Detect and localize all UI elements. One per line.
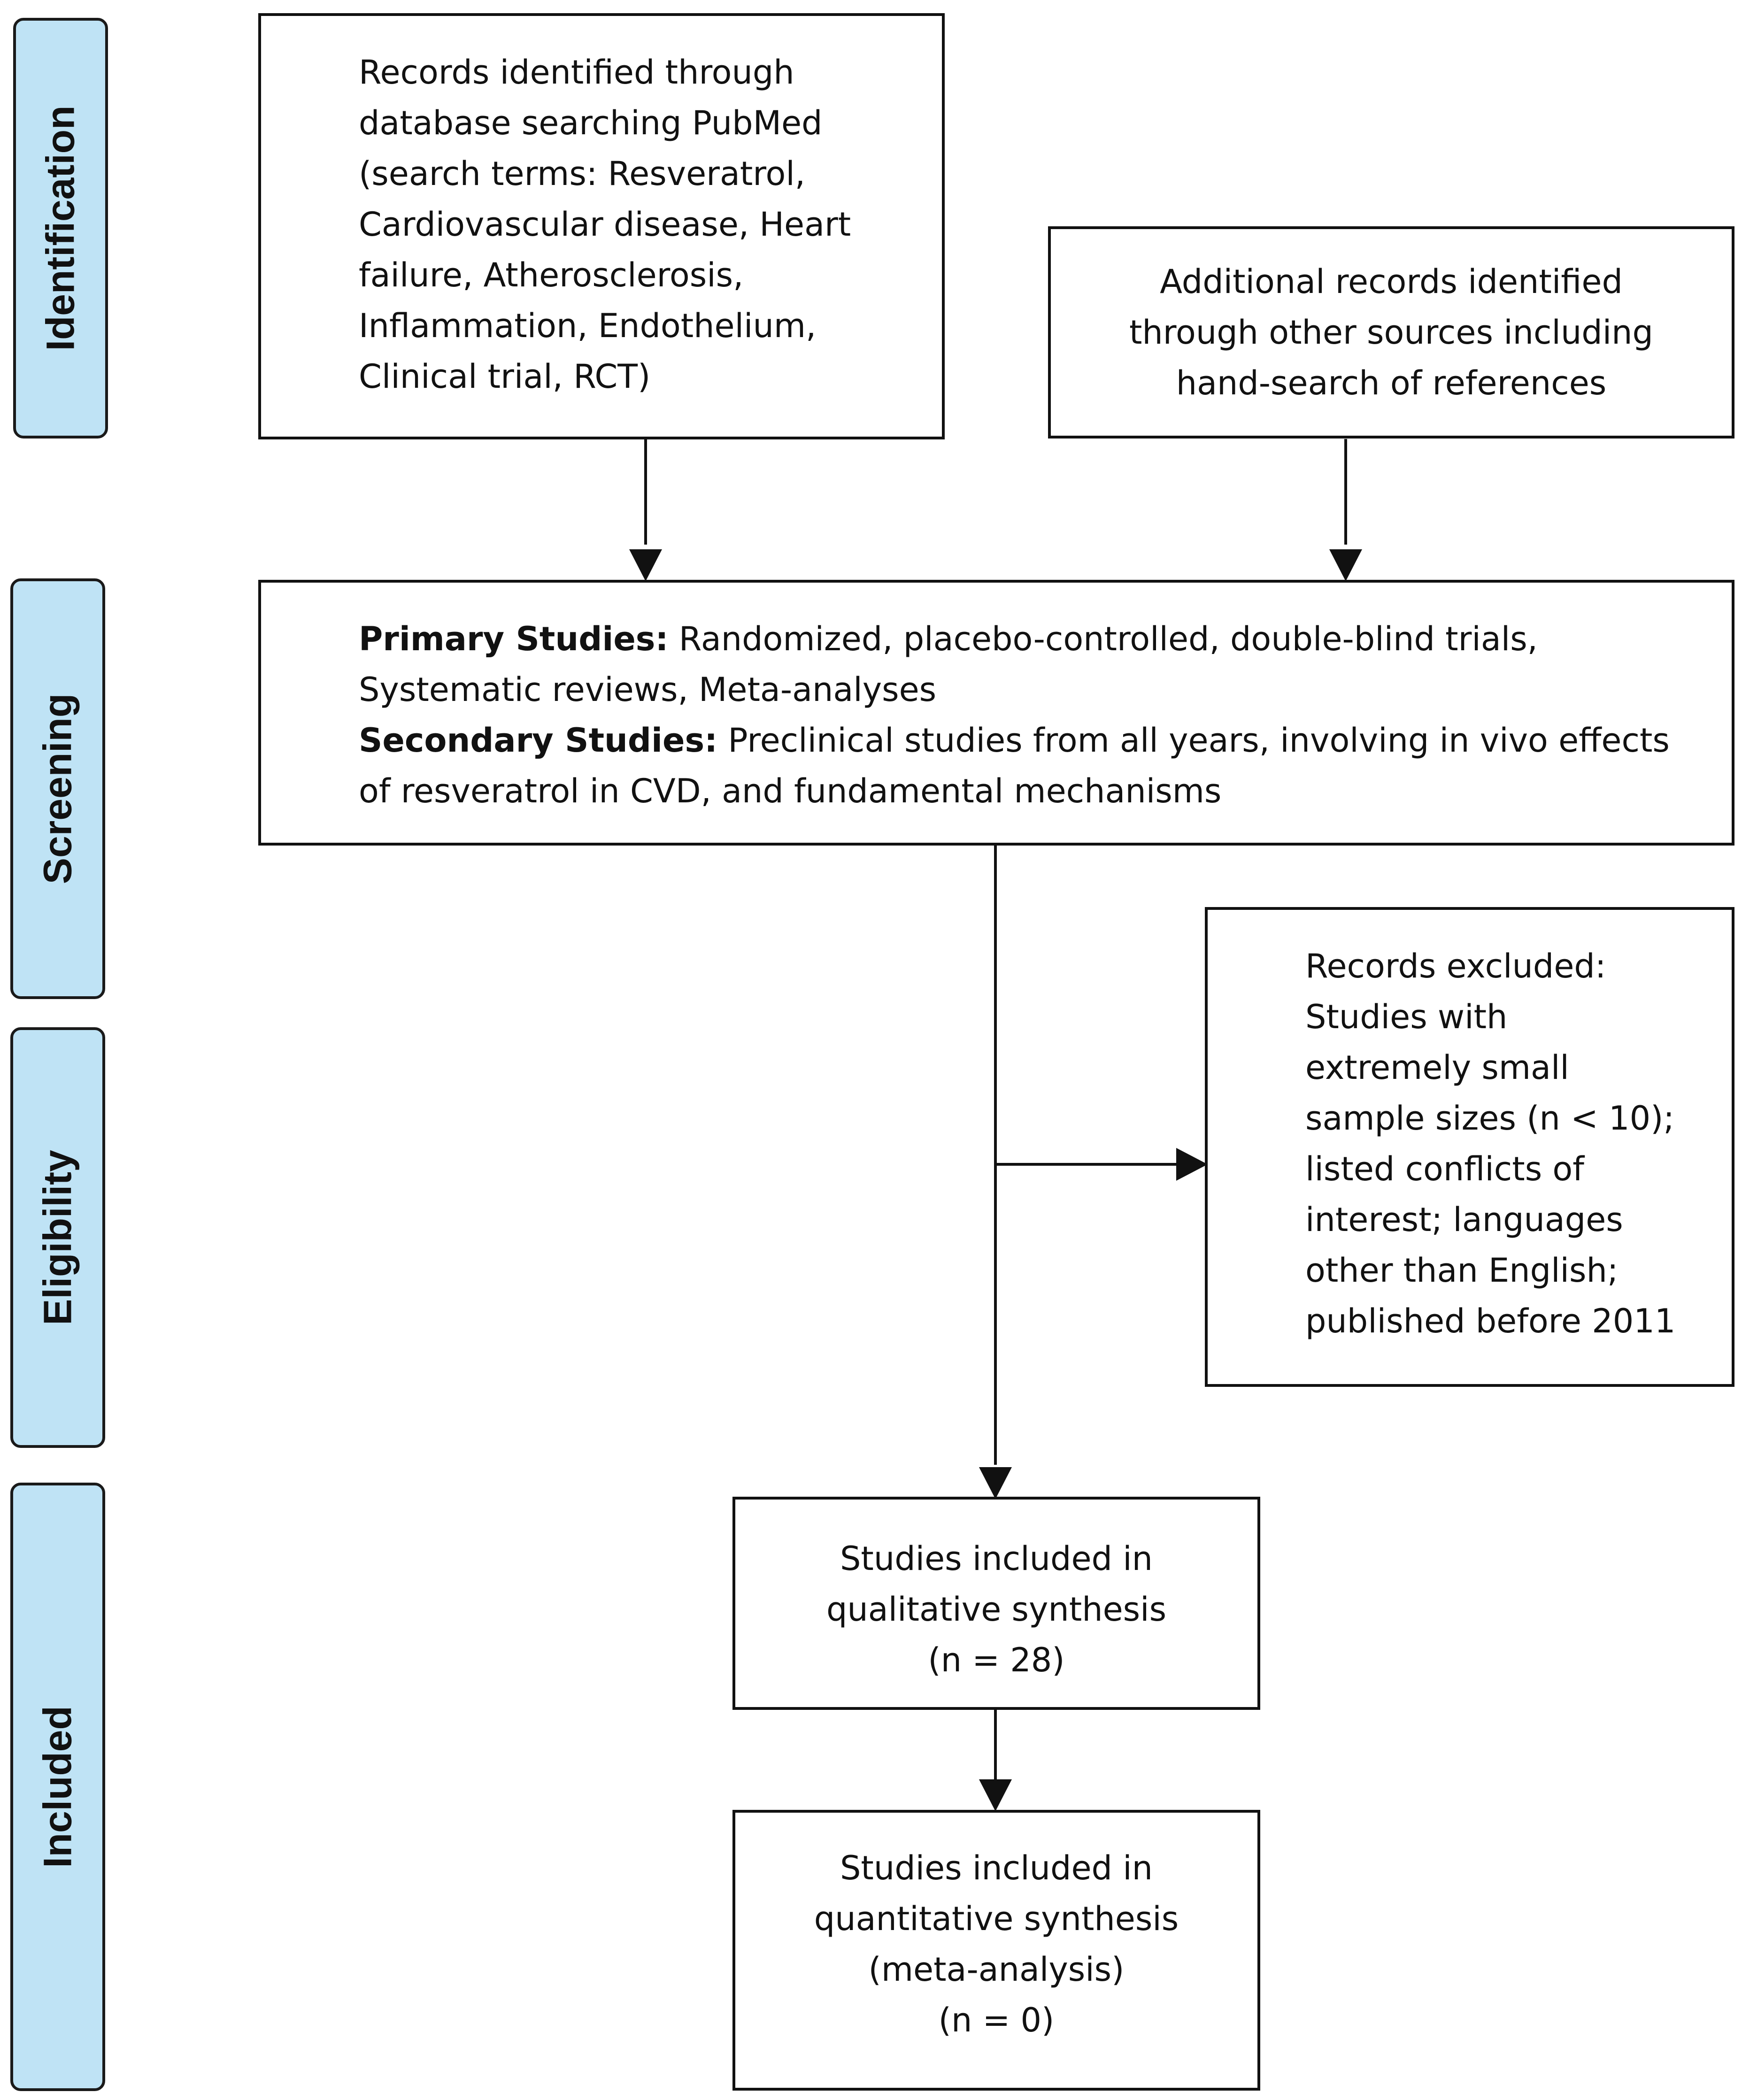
qualitative-line: qualitative synthesis bbox=[826, 1590, 1167, 1629]
phase-included: Included bbox=[10, 1483, 105, 2091]
quantitative-line: quantitative synthesis bbox=[814, 1900, 1179, 1938]
secondary-studies-line: Secondary Studies: Preclinical studies f… bbox=[359, 715, 1732, 766]
quantitative-line: Studies included in bbox=[840, 1849, 1153, 1887]
phase-identification: Identification bbox=[13, 18, 108, 438]
primary-studies-line: Primary Studies: Randomized, placebo-con… bbox=[359, 614, 1732, 664]
excluded-line: listed conflicts of bbox=[1305, 1150, 1584, 1188]
database-search-line: (search terms: Resveratrol, bbox=[359, 154, 806, 193]
database-search-line: database searching PubMed bbox=[359, 104, 823, 142]
secondary-studies-text: Preclinical studies from all years, invo… bbox=[717, 721, 1670, 760]
excluded-line: interest; languages bbox=[1305, 1200, 1623, 1239]
arrowhead-database-to-screening bbox=[629, 549, 662, 581]
quantitative-count: (n = 0) bbox=[938, 2001, 1055, 2039]
phase-eligibility: Eligibility bbox=[10, 1027, 105, 1448]
qualitative-line: Studies included in bbox=[840, 1539, 1153, 1578]
database-search-line: Cardiovascular disease, Heart bbox=[359, 205, 851, 244]
excluded-line: Studies with bbox=[1305, 998, 1508, 1036]
phase-eligibility-label: Eligibility bbox=[35, 1150, 80, 1325]
other-sources-line: hand-search of references bbox=[1176, 364, 1607, 402]
other-sources-line: Additional records identified bbox=[1160, 262, 1623, 301]
database-search-line: Records identified through bbox=[359, 53, 794, 92]
secondary-studies-label: Secondary Studies: bbox=[359, 721, 718, 760]
phase-screening: Screening bbox=[10, 578, 105, 999]
database-search-line: Clinical trial, RCT) bbox=[359, 357, 651, 396]
secondary-studies-text-2: of resveratrol in CVD, and fundamental m… bbox=[359, 772, 1222, 810]
arrowhead-other-to-screening bbox=[1329, 549, 1362, 581]
excluded-line: other than English; bbox=[1305, 1251, 1619, 1290]
other-sources-box: Additional records identified through ot… bbox=[1048, 226, 1734, 438]
database-search-line: failure, Atherosclerosis, bbox=[359, 256, 744, 294]
database-search-line: Inflammation, Endothelium, bbox=[359, 307, 817, 345]
database-search-box: Records identified through database sear… bbox=[258, 13, 945, 439]
primary-studies-label: Primary Studies: bbox=[359, 620, 669, 658]
other-sources-line: through other sources including bbox=[1129, 313, 1653, 352]
excluded-line: Records excluded: bbox=[1305, 947, 1606, 985]
phase-included-label: Included bbox=[35, 1706, 80, 1868]
arrowhead-to-excluded bbox=[1176, 1148, 1208, 1181]
qualitative-count: (n = 28) bbox=[928, 1641, 1065, 1679]
excluded-line: extremely small bbox=[1305, 1048, 1569, 1087]
primary-studies-text-2: Systematic reviews, Meta-analyses bbox=[359, 670, 937, 709]
phase-screening-label: Screening bbox=[35, 693, 80, 885]
phase-identification-label: Identification bbox=[38, 105, 83, 351]
excluded-line: published before 2011 bbox=[1305, 1302, 1676, 1340]
arrowhead-qualitative-to-quantitative bbox=[979, 1779, 1012, 1811]
excluded-line: sample sizes (n < 10); bbox=[1305, 1099, 1674, 1138]
quantitative-line: (meta-analysis) bbox=[868, 1950, 1125, 1989]
qualitative-synthesis-box: Studies included in qualitative synthesi… bbox=[732, 1497, 1260, 1710]
screening-box: Primary Studies: Randomized, placebo-con… bbox=[258, 580, 1734, 846]
arrowhead-screening-to-qualitative bbox=[979, 1467, 1012, 1499]
records-excluded-box: Records excluded: Studies with extremely… bbox=[1205, 907, 1734, 1387]
quantitative-synthesis-box: Studies included in quantitative synthes… bbox=[732, 1810, 1260, 2091]
primary-studies-text: Randomized, placebo-controlled, double-b… bbox=[668, 620, 1538, 658]
